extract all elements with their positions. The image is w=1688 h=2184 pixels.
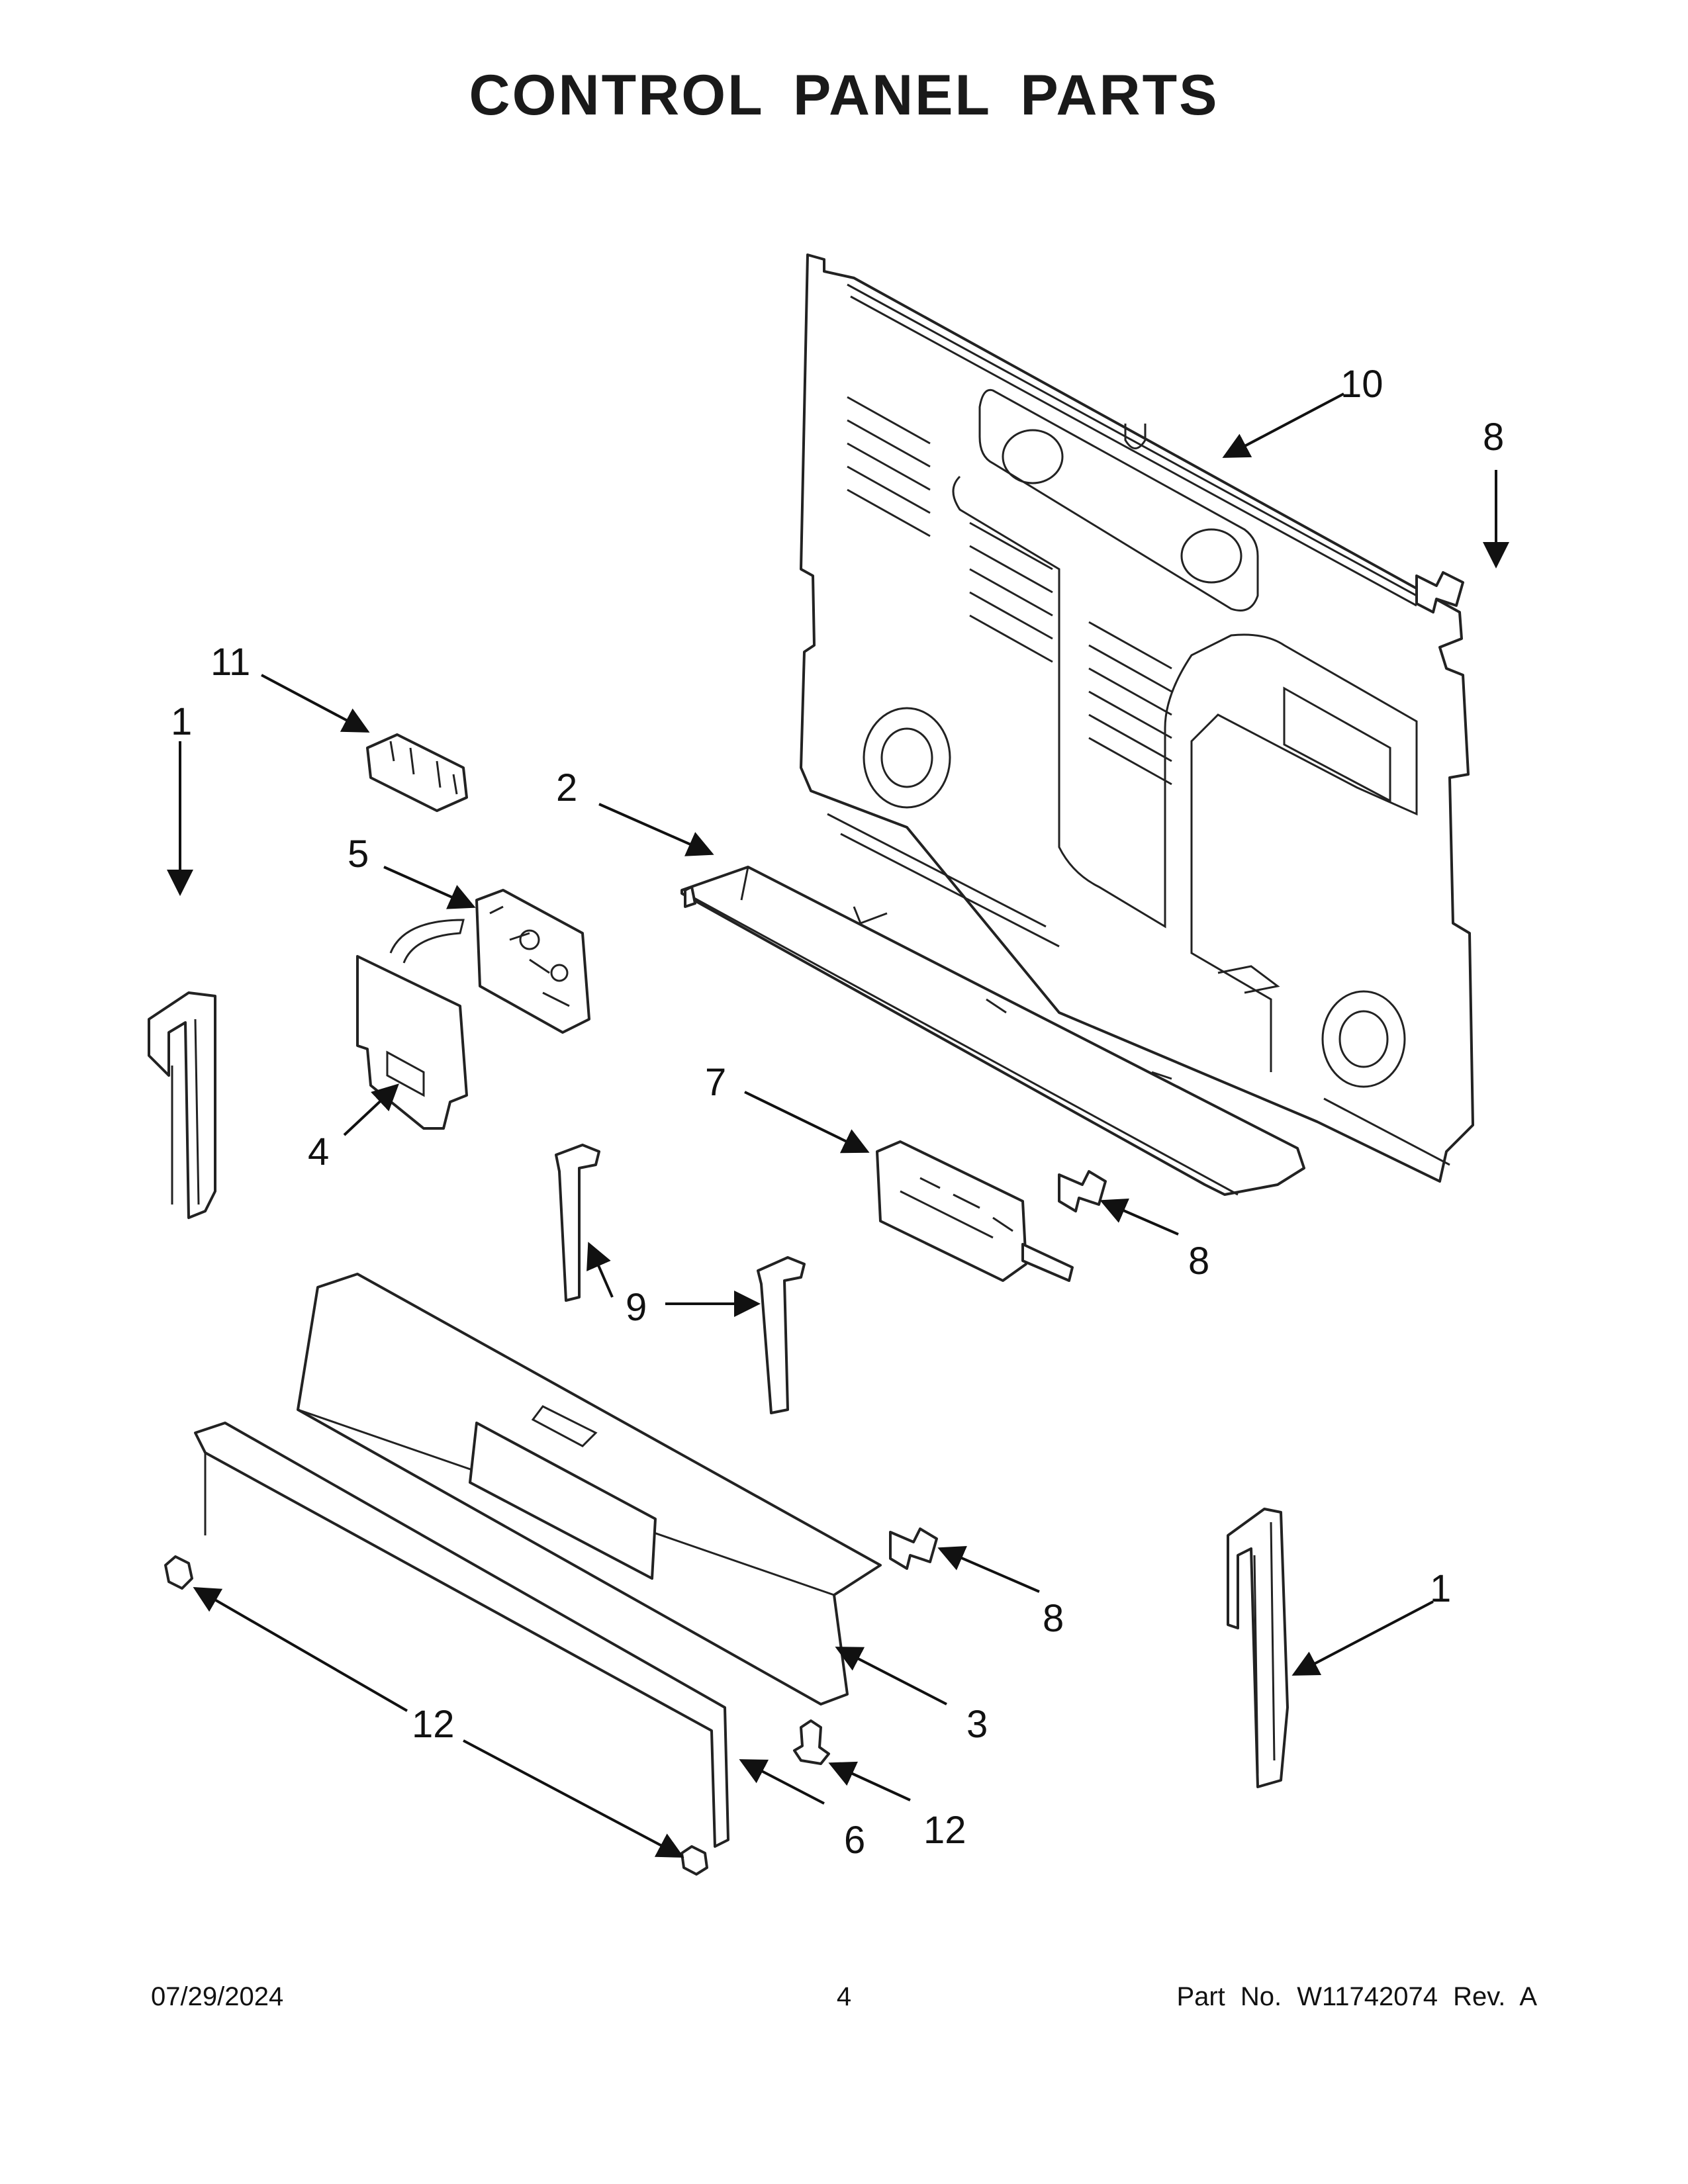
part-1-side-bracket-right	[1227, 1508, 1289, 1788]
callout-8-top: 8	[1483, 416, 1504, 459]
callout-1-right: 1	[1430, 1567, 1451, 1610]
part-3-control-panel	[297, 1273, 882, 1706]
callout-12-left: 12	[412, 1703, 455, 1746]
part-6-trim	[194, 1422, 729, 1848]
part-11-terminal-block	[366, 733, 468, 812]
part-12-screw-a	[164, 1555, 193, 1590]
callout-10: 10	[1340, 363, 1383, 406]
footer-part-number: Part No. W11742074 Rev. A	[1176, 1982, 1537, 2011]
part-8-screw-b	[1058, 1170, 1107, 1212]
part-2-channel	[680, 866, 1305, 1196]
part-9-bracket-a	[555, 1144, 600, 1302]
page-title: CONTROL PANEL PARTS	[469, 64, 1219, 127]
part-7-ui-board	[876, 1140, 1074, 1282]
callout-9: 9	[626, 1286, 647, 1329]
callout-2: 2	[556, 766, 577, 809]
callout-3: 3	[966, 1703, 988, 1746]
callout-7: 7	[705, 1061, 726, 1104]
callout-12-right: 12	[923, 1809, 966, 1852]
callout-5: 5	[348, 833, 369, 876]
callout-1-left: 1	[171, 700, 192, 743]
part-10-rear-panel	[800, 253, 1474, 1183]
callout-8-middle: 8	[1188, 1240, 1209, 1283]
callout-4: 4	[308, 1130, 329, 1173]
callout-11: 11	[211, 641, 250, 684]
callout-8-bottom: 8	[1043, 1597, 1064, 1640]
part-4-board-bracket	[356, 919, 468, 1130]
leader-arrows	[167, 392, 1509, 1858]
footer-date: 07/29/2024	[151, 1982, 284, 2011]
part-9-bracket-b	[757, 1256, 806, 1414]
callout-6: 6	[844, 1819, 865, 1862]
part-8-screw-c	[889, 1527, 938, 1570]
part-1-side-bracket-left	[148, 991, 216, 1219]
part-5-control-board	[475, 889, 590, 1034]
footer-page-number: 4	[836, 1982, 852, 2011]
part-12-clip	[793, 1719, 830, 1765]
part-8-screw-a	[1415, 571, 1464, 614]
part-12-screw-b	[680, 1845, 708, 1876]
